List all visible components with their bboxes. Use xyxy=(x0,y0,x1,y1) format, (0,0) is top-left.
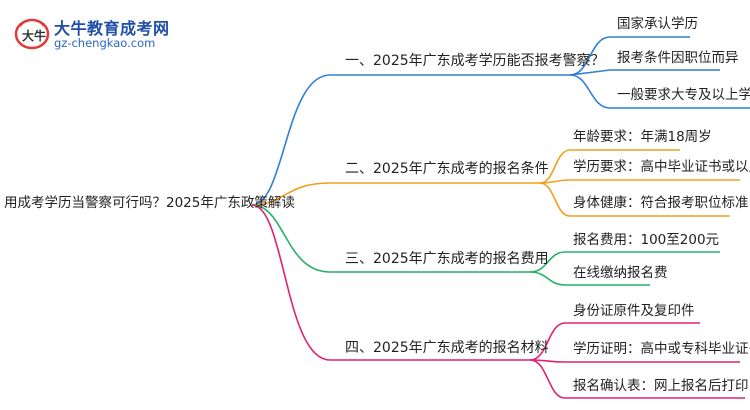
leaf-1-1: 国家承认学历 xyxy=(617,16,698,32)
branch-2-connectors xyxy=(251,149,740,217)
branch-node-4: 四、2025年广东成考的报名材料 xyxy=(345,340,549,356)
branch-4-connectors xyxy=(251,204,745,399)
leaf-2-3: 身体健康：符合报考职位标准 xyxy=(573,195,749,211)
leaf-2-1: 年龄要求：年满18周岁 xyxy=(573,129,712,145)
logo-mark-icon: 大牛 xyxy=(14,18,50,50)
leaf-1-2: 报考条件因职位而异 xyxy=(617,50,739,66)
leaf-3-2: 在线缴纳报名费 xyxy=(573,265,668,281)
branch-node-3: 三、2025年广东成考的报名费用 xyxy=(345,251,549,267)
leaf-4-1: 身份证原件及复印件 xyxy=(573,303,695,319)
branch-1-connectors xyxy=(251,36,750,206)
branch-3-connectors xyxy=(251,204,720,286)
watermark-name: 大牛教育成考网 xyxy=(54,19,170,38)
branch-node-1: 一、2025年广东成考学历能否报考警察？ xyxy=(345,53,605,69)
root-node: 用成考学历当警察可行吗？2025年广东政策解读 xyxy=(4,195,295,211)
leaf-4-2: 学历证明：高中或专科毕业证书 xyxy=(573,341,750,357)
watermark-logo: 大牛 大牛教育成考网 gz-chengkao.com xyxy=(12,12,192,56)
leaf-1-3: 一般要求大专及以上学历 xyxy=(617,87,750,103)
logo-mark-glyph: 大牛 xyxy=(22,28,46,43)
watermark-url: gz-chengkao.com xyxy=(54,36,156,50)
branch-node-2: 二、2025年广东成考的报名条件 xyxy=(345,161,549,177)
leaf-4-3: 报名确认表：网上报名后打印 xyxy=(573,378,749,394)
leaf-2-2: 学历要求：高中毕业证书或以上 xyxy=(573,159,750,175)
leaf-3-1: 报名费用：100至200元 xyxy=(573,232,720,248)
